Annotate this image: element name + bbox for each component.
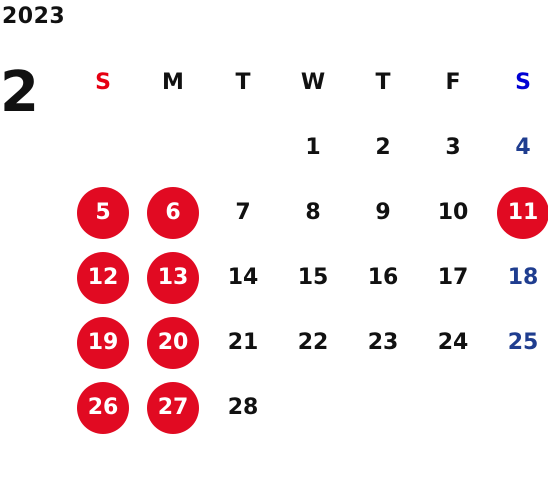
day-cell[interactable]: 17 [418, 245, 488, 310]
day-number: 23 [367, 330, 399, 355]
day-cell[interactable]: 20 [138, 310, 208, 375]
day-number: 14 [227, 265, 259, 290]
day-number: 27 [147, 381, 199, 434]
day-cell[interactable]: 9 [348, 180, 418, 245]
day-cell [488, 375, 548, 440]
day-number: 6 [147, 186, 199, 239]
month-number: 2 [0, 60, 39, 125]
day-cell[interactable]: 23 [348, 310, 418, 375]
day-cell[interactable]: 5 [68, 180, 138, 245]
day-cell[interactable]: 21 [208, 310, 278, 375]
day-cell[interactable]: 2 [348, 115, 418, 180]
day-cell[interactable]: 12 [68, 245, 138, 310]
day-cell[interactable]: 25 [488, 310, 548, 375]
day-cell [418, 375, 488, 440]
day-cell[interactable]: 3 [418, 115, 488, 180]
day-number: 22 [297, 330, 329, 355]
day-cell[interactable]: 6 [138, 180, 208, 245]
day-number: 12 [77, 251, 129, 304]
day-cell[interactable]: 16 [348, 245, 418, 310]
day-cell[interactable]: 27 [138, 375, 208, 440]
day-cell [138, 115, 208, 180]
day-number: 1 [305, 135, 321, 160]
day-number: 21 [227, 330, 259, 355]
day-cell[interactable]: 4 [488, 115, 548, 180]
day-cell[interactable]: 10 [418, 180, 488, 245]
weekday-header: M [162, 70, 184, 95]
year-label: 2023 [2, 4, 66, 29]
day-cell[interactable]: 11 [488, 180, 548, 245]
day-cell[interactable]: 18 [488, 245, 548, 310]
day-cell[interactable]: 8 [278, 180, 348, 245]
day-number: 5 [77, 186, 129, 239]
weekday-header: T [375, 70, 391, 95]
day-number: 16 [367, 265, 399, 290]
day-cell[interactable]: 26 [68, 375, 138, 440]
day-number: 4 [515, 135, 531, 160]
day-number: 26 [77, 381, 129, 434]
day-cell[interactable]: 7 [208, 180, 278, 245]
day-number: 25 [507, 330, 539, 355]
day-cell[interactable]: 14 [208, 245, 278, 310]
day-number: 20 [147, 316, 199, 369]
day-number: 24 [437, 330, 469, 355]
day-number: 8 [305, 200, 321, 225]
day-number: 11 [497, 186, 548, 239]
day-number: 9 [375, 200, 391, 225]
day-number: 15 [297, 265, 329, 290]
day-cell [68, 115, 138, 180]
day-cell [208, 115, 278, 180]
day-cell[interactable]: 1 [278, 115, 348, 180]
weekday-header: T [235, 70, 251, 95]
day-cell[interactable]: 15 [278, 245, 348, 310]
day-cell[interactable]: 19 [68, 310, 138, 375]
day-number: 10 [437, 200, 469, 225]
day-cell[interactable]: 22 [278, 310, 348, 375]
day-cell[interactable]: 28 [208, 375, 278, 440]
day-cell [278, 375, 348, 440]
weekday-header: F [445, 70, 461, 95]
day-number: 13 [147, 251, 199, 304]
day-cell[interactable]: 24 [418, 310, 488, 375]
day-cell [348, 375, 418, 440]
day-number: 18 [507, 265, 539, 290]
weekday-header: S [95, 70, 111, 95]
day-cell[interactable]: 13 [138, 245, 208, 310]
day-number: 3 [445, 135, 461, 160]
day-number: 7 [235, 200, 251, 225]
day-number: 19 [77, 316, 129, 369]
weekday-header: W [300, 70, 326, 95]
day-number: 28 [227, 395, 259, 420]
day-number: 2 [375, 135, 391, 160]
day-number: 17 [437, 265, 469, 290]
weekday-header: S [515, 70, 531, 95]
